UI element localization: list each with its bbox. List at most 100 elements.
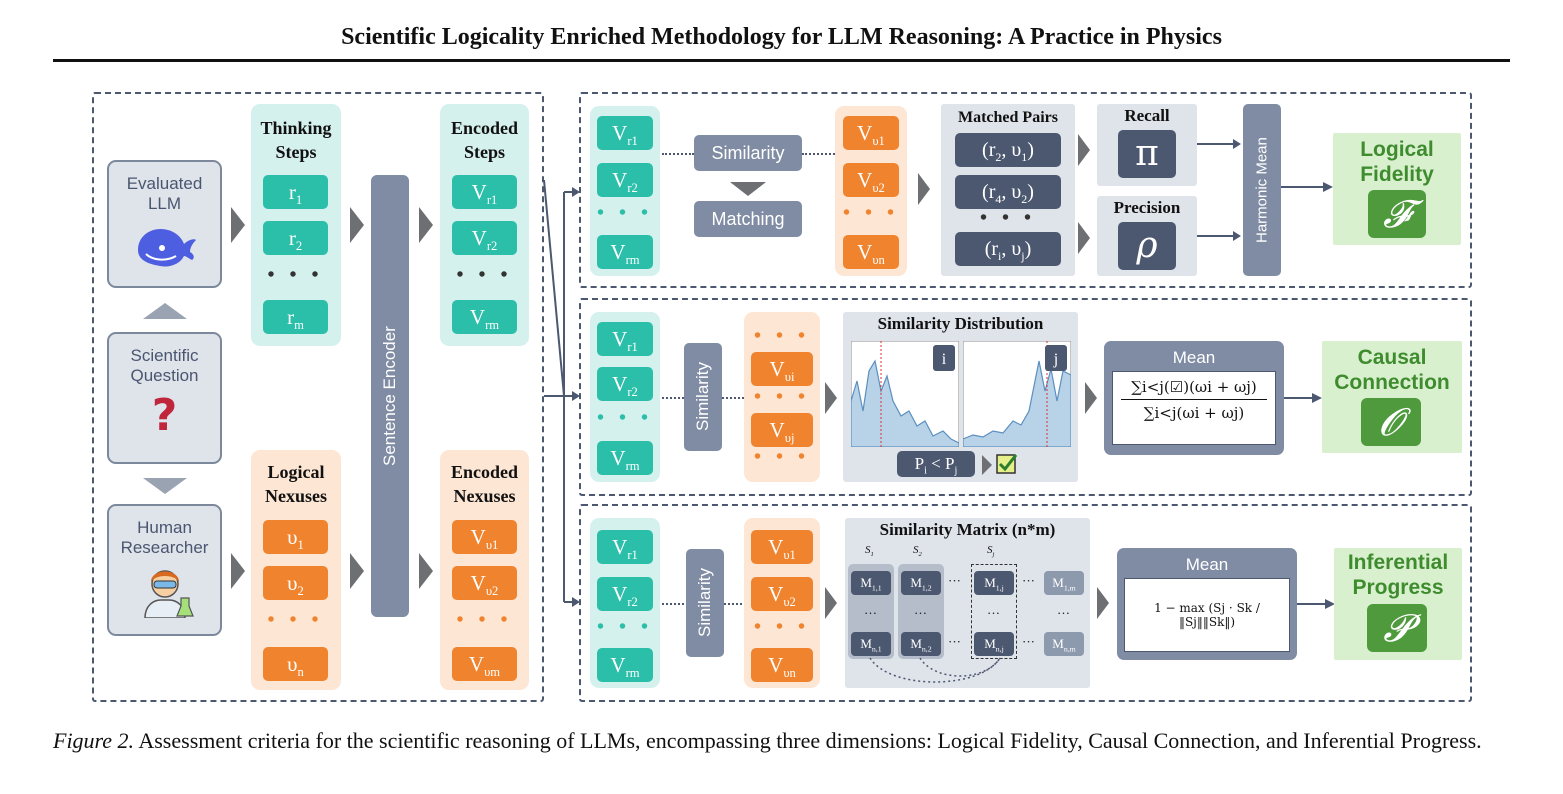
inferential-formula: 1 − max (Sj · Sk / ‖Sj‖‖Sk‖)	[1124, 578, 1290, 652]
formula-numerator: ∑i<j(☑)(ωi + ωj)	[1121, 378, 1267, 400]
encoded-nexus-chip: Vυn	[843, 235, 899, 269]
encoded-step-chip: Vr1	[597, 116, 653, 150]
formula-denominator: ∑i<j(ωi + ωj)	[1143, 404, 1245, 422]
arrow-icon	[350, 207, 364, 243]
arrow-icon	[825, 382, 837, 414]
human-researcher-label: Human Researcher	[120, 518, 209, 557]
ellipsis: • • •	[753, 386, 810, 408]
nexus-chip: υn	[263, 647, 328, 681]
encoded-nexus-chip: Vυ2	[751, 577, 813, 611]
checkbox-icon	[996, 454, 1018, 474]
caption-label: Figure 2.	[53, 728, 135, 753]
arrow-icon	[1097, 587, 1109, 619]
column-vector-label: S1	[865, 544, 874, 559]
arrow-icon	[1078, 134, 1090, 166]
encoded-nexus-chip: Vυ1	[751, 530, 813, 564]
dotted-connector	[662, 153, 694, 155]
arrow-icon	[419, 207, 433, 243]
dotted-connector	[722, 397, 744, 399]
causal-connection-panel	[579, 298, 1472, 496]
encoded-nexus-chip: Vυ1	[452, 520, 517, 554]
ellipsis: ···	[1022, 573, 1035, 588]
dotted-connector	[662, 603, 684, 605]
precision-heading: Precision	[1113, 198, 1181, 217]
nexus-chip: υ2	[263, 566, 328, 600]
arrow-lines	[1281, 182, 1333, 192]
column-vector-label: Sj	[987, 544, 995, 559]
comparison-chip: Pi < Pj	[897, 451, 975, 477]
causal-formula: ∑i<j(☑)(ωi + ωj) ∑i<j(ωi + ωj)	[1112, 371, 1276, 445]
ellipsis: • • •	[753, 616, 810, 638]
encoded-step-chip: Vr2	[597, 163, 653, 197]
arrow-lines	[1297, 599, 1335, 609]
causal-connection-symbol: 𝓞	[1361, 398, 1421, 446]
logical-fidelity-panel	[579, 92, 1472, 288]
encoded-nexus-chip: Vυm	[452, 647, 517, 681]
encoded-nexus-chip: Vυ1	[843, 116, 899, 150]
connector-lines	[543, 180, 580, 607]
matrix-cell: Mn,1	[851, 632, 891, 656]
similarity-distribution-heading: Similarity Distribution	[877, 314, 1044, 333]
down-arrow-icon	[730, 182, 766, 196]
sentence-encoder-label: Sentence Encoder	[380, 326, 399, 466]
arrow-icon	[231, 553, 245, 589]
question-mark-icon: ?	[151, 390, 178, 441]
evaluated-llm-label: Evaluated LLM	[126, 174, 203, 213]
encoded-nexus-chip: Vυj	[751, 413, 813, 447]
arrow-lines	[1284, 393, 1322, 403]
similarity-label: Similarity	[693, 362, 712, 432]
arrow-icon	[350, 553, 364, 589]
caption-text: Assessment criteria for the scientific r…	[138, 728, 1482, 753]
similarity-box: Similarity	[694, 135, 802, 171]
encoded-nexuses-heading: Encoded Nexuses	[450, 462, 519, 506]
encoded-step-chip: Vrm	[597, 235, 653, 269]
harmonic-mean-label: Harmonic Mean	[1253, 137, 1271, 243]
encoded-step-chip: Vr1	[597, 530, 653, 564]
arrow-icon	[918, 173, 930, 205]
ellipsis: • • •	[753, 325, 810, 347]
inferential-progress-symbol: 𝓟	[1367, 604, 1427, 652]
arrow-lines	[1197, 139, 1241, 241]
ellipsis: ···	[948, 573, 961, 588]
encoded-nexus-chip: Vυi	[751, 352, 813, 386]
figure-caption: Figure 2. Assessment criteria for the sc…	[53, 726, 1523, 755]
thinking-steps-heading: Thinking Steps	[260, 118, 332, 162]
scientist-icon	[143, 570, 194, 619]
matching-box: Matching	[694, 201, 802, 237]
ellipsis: • • •	[597, 202, 654, 224]
ellipsis: • • •	[456, 609, 513, 631]
sentence-encoder-bar: Sentence Encoder	[371, 175, 409, 617]
step-chip: r2	[263, 221, 328, 255]
column-vector-label: S2	[913, 544, 922, 559]
similarity-box: Similarity	[686, 549, 724, 657]
ellipsis: ···	[948, 634, 961, 649]
matrix-cell: M1,2	[901, 571, 941, 595]
arrow-icon	[419, 553, 433, 589]
encoded-step-chip: Vr2	[597, 367, 653, 401]
logical-fidelity-symbol: 𝓕	[1368, 190, 1426, 238]
encoded-steps-heading: Encoded Steps	[450, 118, 519, 162]
down-arrow-icon	[143, 478, 187, 494]
inferential-progress-title: Inferential Progress	[1347, 551, 1449, 599]
whale-icon	[137, 228, 196, 267]
pair-chip: (ri, υj)	[955, 232, 1061, 266]
encoded-nexus-chip: Vυ2	[452, 566, 517, 600]
encoded-step-chip: Vrm	[597, 648, 653, 682]
arrow-icon	[825, 587, 837, 619]
ellipsis: • • •	[267, 609, 324, 631]
encoded-nexus-chip: Vυn	[751, 648, 813, 682]
inferential-mean-heading: Mean	[1185, 555, 1229, 574]
step-chip: r1	[263, 175, 328, 209]
encoded-nexus-chip: Vυ2	[843, 163, 899, 197]
step-chip: rm	[263, 300, 328, 334]
left-panel	[92, 92, 544, 702]
pair-chip: (r4, υ2)	[955, 175, 1061, 209]
ellipsis: • • •	[597, 407, 654, 429]
formula-text: 1 − max (Sj · Sk / ‖Sj‖‖Sk‖)	[1154, 601, 1260, 629]
matrix-column-selected	[971, 564, 1017, 659]
dotted-connector	[802, 153, 838, 155]
ellipsis: …	[1057, 602, 1070, 617]
similarity-box: Similarity	[684, 343, 722, 451]
nexus-vector-column	[744, 312, 820, 482]
recall-symbol: π	[1118, 130, 1176, 178]
